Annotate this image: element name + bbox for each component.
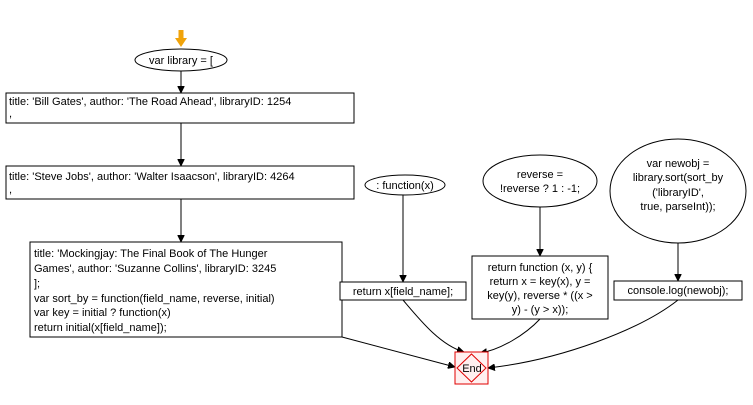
book3-line-2: Games', author: 'Suzanne Collins', libra… <box>34 263 276 275</box>
return-compare-line-1: return function (x, y) { <box>488 262 593 274</box>
book3-line-3: ]; <box>34 278 40 290</box>
return-compare-line-2: return x = key(x), y = <box>490 276 591 288</box>
start-arrow <box>175 30 187 47</box>
book2-node: title: 'Steve Jobs', author: 'Walter Isa… <box>5 165 355 200</box>
book3-node: title: 'Mockingjay: The Final Book of Th… <box>29 241 343 338</box>
start-node: var library = [ <box>134 48 228 72</box>
return-field-label: return x[field_name]; <box>353 286 453 298</box>
return-compare-line-3: key(y), reverse * ((x > <box>487 290 592 302</box>
edge-return-field-to-end <box>402 299 464 352</box>
start-node-label: var library = [ <box>149 55 213 67</box>
book1-line-1: title: 'Bill Gates', author: 'The Road A… <box>9 96 291 108</box>
book1-node: title: 'Bill Gates', author: 'The Road A… <box>5 92 355 124</box>
console-log-label: console.log(newobj); <box>628 285 729 297</box>
newobj-line-3: ('libraryID', <box>652 187 704 199</box>
return-compare-node: return function (x, y) { return x = key(… <box>471 255 609 320</box>
newobj-line-2: library.sort(sort_by <box>633 172 724 184</box>
return-compare-line-4: y) - (y > x)); <box>512 304 569 316</box>
book2-line-2: , <box>9 184 12 196</box>
func-x-label: : function(x) <box>376 180 433 192</box>
console-log-node: console.log(newobj); <box>613 280 743 301</box>
book3-line-6: return initial(x[field_name]); <box>34 322 167 334</box>
reverse-line-1: reverse = <box>517 169 563 181</box>
reverse-node: reverse = !reverse ? 1 : -1; <box>482 154 598 208</box>
func-x-node: : function(x) <box>364 174 446 196</box>
newobj-line-1: var newobj = <box>647 158 710 170</box>
book1-line-2: , <box>9 108 12 120</box>
edge-return-compare-to-end <box>480 318 541 353</box>
book3-line-4: var sort_by = function(field_name, rever… <box>34 293 275 305</box>
edges <box>175 30 678 368</box>
reverse-line-2: !reverse ? 1 : -1; <box>500 183 580 195</box>
return-field-node: return x[field_name]; <box>339 281 467 301</box>
edge-console-to-end <box>488 299 679 368</box>
book3-line-1: title: 'Mockingjay: The Final Book of Th… <box>34 248 268 260</box>
newobj-node: var newobj = library.sort(sort_by ('libr… <box>609 138 747 244</box>
newobj-line-4: true, parseInt)); <box>640 201 715 213</box>
book2-line-1: title: 'Steve Jobs', author: 'Walter Isa… <box>9 171 295 183</box>
edge-book3-to-end <box>341 336 455 367</box>
end-label: End <box>462 363 482 375</box>
book3-line-5: var key = initial ? function(x) <box>34 307 171 319</box>
end-node: End <box>454 351 489 385</box>
